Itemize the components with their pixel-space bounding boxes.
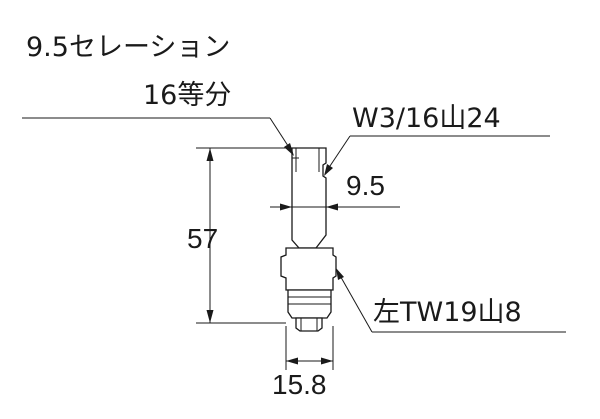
tip-dim-label: 9.5	[346, 170, 385, 201]
spindle-body	[280, 247, 337, 291]
bottom-thread-callout: 左TW19山8	[336, 268, 566, 333]
top-thread-arrow	[324, 164, 333, 176]
top-thread-label: W3/16山24	[352, 103, 501, 134]
spindle-tip	[295, 317, 323, 332]
height-arrow-bottom	[206, 310, 214, 323]
divisions-label: 16等分	[143, 80, 231, 111]
bottom-thread-label: 左TW19山8	[373, 297, 522, 328]
serration-arrow	[284, 143, 294, 156]
serration-label: 9.5セレーション	[26, 32, 230, 63]
tip-dimension: 9.5	[270, 170, 400, 211]
height-dim-label: 57	[187, 223, 218, 254]
bottom-thread-leader-d	[337, 271, 373, 333]
serration-callout: 9.5セレーション 16等分	[22, 32, 294, 156]
bottom-thread-arrow	[336, 268, 344, 280]
tip-arrow-right	[326, 203, 338, 211]
height-arrow-top	[206, 148, 214, 161]
spindle-shaft	[291, 147, 327, 249]
width-dim-label: 15.8	[272, 369, 327, 400]
width-dimension: 15.8	[272, 326, 334, 400]
height-dimension: 57	[187, 147, 288, 324]
width-arrow-right	[321, 357, 333, 365]
tip-arrow-left	[280, 203, 292, 211]
width-arrow-left	[286, 357, 298, 365]
top-thread-callout: W3/16山24	[324, 103, 550, 176]
spindle-part	[280, 147, 337, 332]
